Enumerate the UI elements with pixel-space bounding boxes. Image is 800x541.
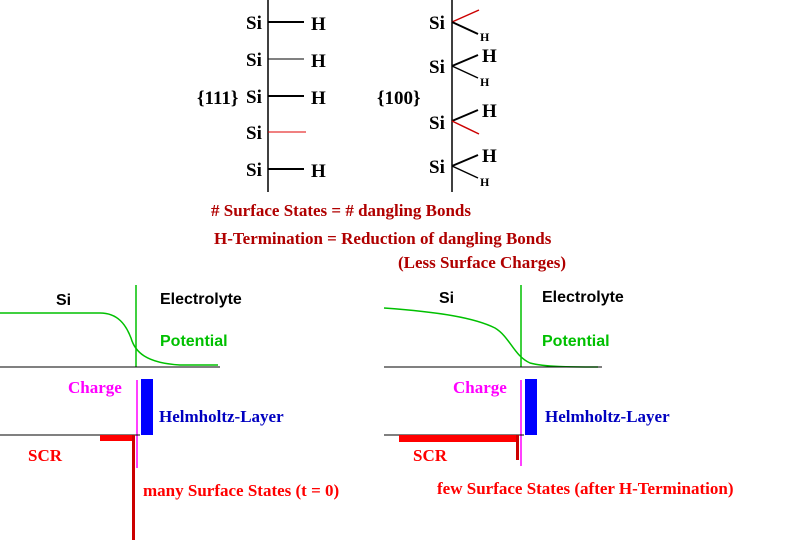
si-atom-111-4: Si [246,123,262,144]
si-atom-100-2: Si [429,57,445,78]
si-atom-111-5: Si [246,160,262,181]
surface-state-charge-spike [516,435,519,460]
electrolyte-label: Electrolyte [542,289,624,306]
caption-many-surface-states: many Surface States (t = 0) [143,481,339,500]
crystal-100: {100} Si H Si H H Si H Si H H [377,0,497,192]
potential-curve [383,307,599,368]
facet-label-100: {100} [377,88,420,109]
caption-few-surface-states: few Surface States (after H-Termination) [437,479,734,498]
si-h-bond-100-4-lower [451,165,479,179]
helmholtz-charge-bar [141,379,153,435]
surface-state-charge-spike [132,435,135,540]
hydrogen-100-1-lower: H [480,30,490,44]
scr-charge-bar [100,435,135,441]
helmholtz-label: Helmholtz-Layer [545,407,670,426]
crystal-111: {111} Si H Si H Si H Si Si H [197,0,326,192]
hydrogen-111-3: H [311,88,326,109]
facet-label-111: {111} [197,88,238,109]
charge-label: Charge [453,378,507,397]
helmholtz-charge-bar [525,379,537,435]
helmholtz-label: Helmholtz-Layer [159,407,284,426]
si-h-bond-100-1-lower [451,21,479,35]
scr-label: SCR [28,446,63,465]
statement-surface-states: # Surface States = # dangling Bonds [211,201,471,220]
si-h-bond-100-2-lower [451,65,479,79]
hydrogen-100-3-upper: H [482,101,497,122]
panel-many-surface-states: Si Electrolyte Potential Charge Helmholt… [0,285,339,540]
hydrogen-111-2: H [311,51,326,72]
potential-label: Potential [160,333,228,350]
si-atom-100-4: Si [429,157,445,178]
si-atom-100-3: Si [429,113,445,134]
electrolyte-label: Electrolyte [160,291,242,308]
charge-label: Charge [68,378,122,397]
statement-less-charges: (Less Surface Charges) [398,253,566,272]
hydrogen-111-1: H [311,14,326,35]
statement-h-termination: H-Termination = Reduction of dangling Bo… [214,229,552,248]
scr-charge-bar [399,435,519,442]
hydrogen-100-4-upper: H [482,146,497,167]
si-atom-100-1: Si [429,13,445,34]
si-h-bond-100-2-upper [451,54,479,67]
dangling-bond-100-3 [451,120,480,135]
si-atom-111-2: Si [246,50,262,71]
hydrogen-100-4-lower: H [480,175,490,189]
dangling-bond-100-1 [451,9,480,23]
scr-label: SCR [413,446,448,465]
panel-few-surface-states: Si Electrolyte Potential Charge Helmholt… [383,285,734,498]
si-h-bond-100-4-upper [451,154,479,167]
statements: # Surface States = # dangling Bonds H-Te… [211,201,566,272]
si-h-bond-100-3-upper [451,109,479,122]
hydrogen-100-2-lower: H [480,75,490,89]
hydrogen-111-5: H [311,161,326,182]
si-atom-111-1: Si [246,13,262,34]
si-label: Si [56,292,71,309]
si-label: Si [439,290,454,307]
potential-label: Potential [542,333,610,350]
potential-curve [0,312,218,366]
hydrogen-100-2-upper: H [482,46,497,67]
si-atom-111-3: Si [246,87,262,108]
